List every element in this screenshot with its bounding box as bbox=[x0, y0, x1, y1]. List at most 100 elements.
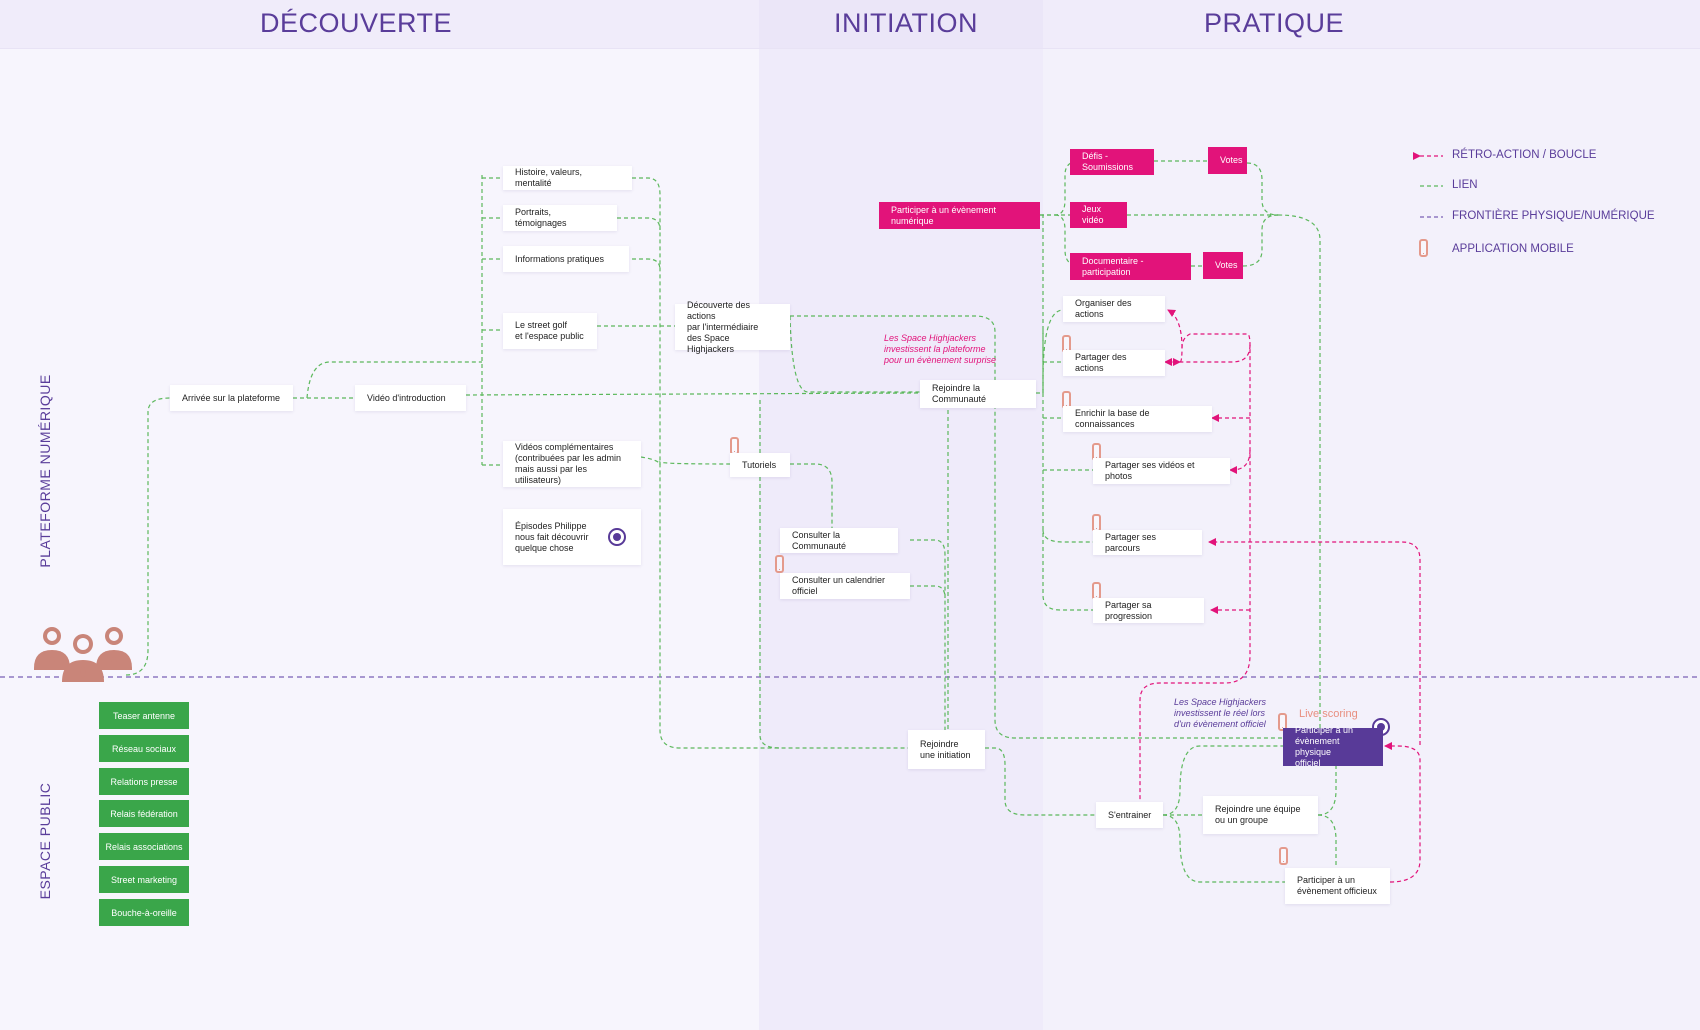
node-label: Vidéo d'introduction bbox=[367, 392, 446, 403]
link-sentrainer-branch bbox=[1162, 745, 1285, 816]
node-rejoindre-initiation: Rejoindre une initiation bbox=[908, 730, 985, 769]
link-initiation-sentrainer bbox=[985, 747, 1096, 816]
node-label: Partager ses parcours bbox=[1105, 531, 1157, 553]
initiation-zone bbox=[759, 0, 1043, 1030]
link-equipe-up bbox=[1317, 765, 1337, 816]
link-equipe-officieux bbox=[1317, 814, 1337, 870]
node-sentrainer: S'entrainer bbox=[1096, 802, 1163, 828]
node-label: Vidéos complémentaires (contribuées par … bbox=[515, 442, 622, 485]
phase-initiation-title: INITIATION bbox=[834, 8, 978, 38]
node-participer-officieux: Participer à un évènement officieux bbox=[1285, 868, 1390, 904]
node-histoire: Histoire, valeurs, mentalité bbox=[503, 166, 632, 190]
node-partager-progression: Partager sa progression bbox=[1093, 598, 1204, 623]
node-organiser: Organiser des actions bbox=[1063, 296, 1165, 322]
legend-frontiere-label: FRONTIÈRE PHYSIQUE/NUMÉRIQUE bbox=[1452, 210, 1655, 222]
header-band-initiation bbox=[759, 0, 1043, 49]
node-partager-videos: Partager ses vidéos et photos bbox=[1093, 458, 1230, 484]
link-tutoriels-mid bbox=[759, 400, 781, 749]
node-episodes[interactable]: Épisodes Philippe nous fait découvrir qu… bbox=[503, 509, 641, 565]
link-consulter-cal-initiation bbox=[910, 585, 946, 599]
node-documentaire: Documentaire - participation bbox=[1070, 253, 1191, 280]
node-video-intro: Vidéo d'introduction bbox=[355, 385, 466, 411]
people-icon bbox=[34, 627, 132, 682]
node-consulter-communaute: Consulter la Communauté bbox=[780, 528, 898, 553]
node-participer-numerique: Participer à un évènement numérique bbox=[879, 202, 1040, 229]
node-arrivee: Arrivée sur la plateforme bbox=[170, 385, 293, 411]
node-infos: Informations pratiques bbox=[503, 246, 629, 272]
node-videos-complementaires: Vidéos complémentaires (contribuées par … bbox=[503, 441, 641, 487]
canal-presse[interactable]: Relations presse bbox=[99, 768, 189, 795]
link-video-rejoindre-comm bbox=[465, 392, 921, 396]
play-icon[interactable] bbox=[608, 528, 626, 546]
node-label: Participer à un évènement numérique bbox=[891, 204, 997, 226]
node-label: Participer à un évènement physique offic… bbox=[1295, 725, 1354, 768]
link-votes1-brace bbox=[1246, 162, 1279, 216]
node-label: Défis - Soumissions bbox=[1082, 151, 1134, 172]
node-portraits: Portraits, témoignages bbox=[503, 205, 617, 231]
node-partager-actions: Partager des actions bbox=[1063, 350, 1165, 376]
node-street-golf: Le street golf et l'espace public bbox=[503, 313, 597, 349]
phase-decouverte-title: DÉCOUVERTE bbox=[259, 8, 453, 38]
feedback-videos bbox=[1229, 449, 1251, 474]
canal-reseaux[interactable]: Réseau sociaux bbox=[99, 735, 189, 762]
node-label: Partager ses vidéos et photos bbox=[1105, 460, 1195, 481]
node-enrichir: Enrichir la base de connaissances bbox=[1063, 406, 1212, 432]
canal-street-marketing[interactable]: Street marketing bbox=[99, 866, 189, 893]
node-label: Arrivée sur la plateforme bbox=[182, 392, 281, 403]
link-participernum-branch bbox=[1040, 160, 1081, 216]
link-spine-parcours bbox=[1042, 529, 1093, 543]
canal-associations[interactable]: Relais associations bbox=[99, 833, 189, 860]
node-label: Documentaire - participation bbox=[1082, 255, 1144, 277]
link-portraits-loop bbox=[617, 217, 661, 231]
mobile-icon bbox=[1419, 239, 1428, 257]
node-label: Informations pratiques bbox=[515, 253, 605, 264]
node-label: Organiser des actions bbox=[1075, 298, 1132, 319]
link-people-arrivee bbox=[125, 397, 171, 676]
node-label: Histoire, valeurs, mentalité bbox=[515, 167, 583, 188]
legend-lien-label: LIEN bbox=[1452, 179, 1478, 191]
node-label: Rejoindre la Communauté bbox=[932, 383, 987, 404]
node-tutoriels: Tutoriels bbox=[730, 453, 790, 477]
feedback-partager-actions bbox=[1164, 344, 1251, 366]
feedback-officieux-official bbox=[1384, 742, 1421, 883]
node-label: Rejoindre une équipe ou un groupe bbox=[1215, 804, 1301, 825]
link-sentrainer-officieux bbox=[1162, 814, 1285, 883]
node-rejoindre-communaute: Rejoindre la Communauté bbox=[920, 380, 1036, 408]
node-label: Enrichir la base de connaissances bbox=[1075, 408, 1150, 429]
node-label: Votes bbox=[1215, 260, 1238, 270]
node-label: Partager sa progression bbox=[1105, 599, 1153, 621]
link-infos-loop bbox=[632, 258, 661, 271]
node-participer-officiel: Participer à un évènement physique offic… bbox=[1283, 725, 1383, 768]
phase-pratique-title: PRATIQUE bbox=[1203, 8, 1344, 38]
node-label: Partager des actions bbox=[1075, 352, 1127, 373]
link-brace-official bbox=[1277, 214, 1321, 736]
header-band-decouverte bbox=[0, 0, 759, 49]
node-votes-1: Votes bbox=[1208, 147, 1247, 174]
canal-federation[interactable]: Relais fédération bbox=[99, 800, 189, 827]
canal-bouche-oreille[interactable]: Bouche-à-oreille bbox=[99, 899, 189, 926]
link-tutoriels-consulter bbox=[790, 463, 833, 540]
feedback-parcours bbox=[1208, 538, 1421, 745]
link-decouverte-top bbox=[790, 315, 1283, 739]
node-defis: Défis - Soumissions bbox=[1070, 149, 1154, 175]
link-pratique-spine bbox=[1042, 330, 1093, 611]
mobile-icon bbox=[1278, 713, 1287, 731]
feedback-organiser-top bbox=[1167, 309, 1183, 349]
live-scoring-label: Live scoring bbox=[1299, 708, 1358, 720]
node-label: Consulter la Communauté bbox=[792, 529, 847, 551]
node-label: Découverte des actions par l'intermédiai… bbox=[687, 299, 759, 354]
link-votes2-brace bbox=[1242, 214, 1279, 267]
canal-teaser[interactable]: Teaser antenne bbox=[99, 702, 189, 729]
node-label: Tutoriels bbox=[742, 459, 777, 470]
node-votes-2: Votes bbox=[1203, 252, 1243, 279]
node-label: Votes bbox=[1220, 155, 1243, 165]
node-rejoindre-equipe: Rejoindre une équipe ou un groupe bbox=[1203, 796, 1318, 834]
mobile-icon bbox=[1279, 847, 1288, 865]
mobile-icon bbox=[775, 555, 784, 573]
legend-mobile-label: APPLICATION MOBILE bbox=[1452, 243, 1574, 255]
header-band-pratique bbox=[1043, 0, 1700, 49]
note-surprise: Les Space Highjackers investissent la pl… bbox=[884, 333, 997, 365]
node-label: Consulter un calendrier officiel bbox=[792, 575, 886, 596]
